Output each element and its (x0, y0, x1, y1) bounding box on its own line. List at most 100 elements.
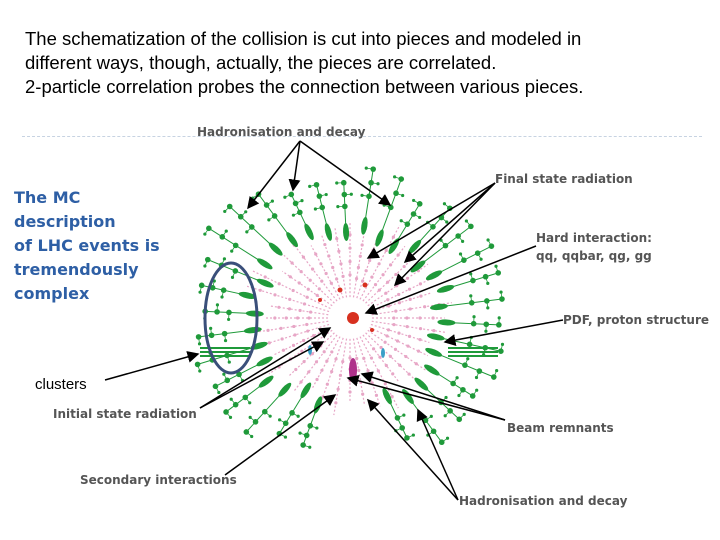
pink-shower-dot (298, 308, 302, 313)
hadron-dot (412, 198, 416, 203)
pink-shower-dot (362, 356, 366, 360)
hadron-blob (424, 364, 440, 376)
pink-shower-dot (392, 323, 396, 327)
pink-shower-dot (291, 288, 295, 293)
hadron-dot (217, 390, 221, 395)
hadron-dot (469, 393, 476, 399)
pink-shower-line (359, 336, 399, 409)
hadron-dot (382, 203, 386, 207)
pink-shower-dot (311, 341, 315, 345)
hadron-blob (286, 232, 298, 248)
pink-shower-dot (373, 283, 378, 287)
pink-shower-dot (366, 369, 370, 373)
hadron-dot (223, 338, 228, 343)
pink-shower-line (371, 302, 453, 316)
hadron-dot (245, 230, 249, 234)
pink-shower-dot (273, 293, 277, 297)
pink-shower-dot (386, 328, 391, 332)
hadron-blob (426, 333, 445, 341)
pink-shower-dot (329, 281, 333, 285)
hadron-dot (300, 199, 304, 203)
hadron-dot (224, 229, 228, 233)
label-hadronisation-bottom: Hadronisation and decay (459, 494, 628, 508)
hadron-dot (198, 290, 202, 294)
arrow-beam-remnants (360, 371, 506, 421)
hadron-dot (278, 418, 282, 422)
arrow-secondary (224, 394, 337, 476)
hadron-dot (250, 434, 254, 439)
pink-shower-dot (317, 287, 321, 291)
arrow-hadronisation-bottom (366, 398, 459, 501)
hadron-dot (500, 342, 505, 346)
pink-shower-dot (325, 359, 329, 363)
hadron-dot (470, 320, 477, 327)
pink-shower-dot (312, 334, 316, 338)
green-hadron-layer (194, 166, 505, 449)
label-hard-interaction-types: qq, qqbar, qg, gg (536, 249, 652, 263)
pink-shower-dot (361, 279, 365, 283)
hadron-dot (198, 369, 202, 373)
hadron-dot (288, 191, 295, 198)
hadron-dot (402, 413, 406, 417)
pink-shower-dot (355, 356, 359, 361)
pink-shower-dot (386, 298, 390, 302)
hadron-dot (469, 272, 473, 276)
hadron-dot (336, 205, 340, 209)
hadron-blob (257, 258, 273, 270)
pink-shower-dot (315, 293, 319, 297)
pink-shower-dot (338, 373, 343, 377)
title-line-2: different ways, though, actually, the pi… (25, 52, 497, 73)
pink-shower-dot (418, 338, 422, 342)
red-dot (362, 282, 368, 288)
pink-shower-dot (305, 295, 309, 299)
pink-shower-dot (394, 309, 398, 313)
pink-shower-dot (279, 326, 283, 330)
pink-shower-dot (408, 307, 412, 311)
pink-shower-dot (418, 316, 422, 320)
pink-shower-dot (306, 329, 310, 333)
pink-shower-dot (348, 356, 352, 360)
pink-shower-dot (378, 355, 382, 359)
hadron-blob (238, 291, 257, 299)
red-dot (370, 328, 374, 332)
pink-shower-dot (387, 304, 391, 308)
hadron-dot (468, 300, 475, 306)
hadron-dot (297, 209, 303, 216)
pink-shower-dot (408, 297, 412, 302)
pink-shower-dot (374, 393, 379, 397)
pink-shower-dot (307, 316, 311, 320)
hadron-dot (404, 221, 411, 227)
hadron-dot (270, 199, 274, 203)
pink-shower-dot (432, 329, 436, 333)
pink-shower-dot (371, 347, 376, 351)
pink-shower-dot (291, 343, 296, 347)
pink-shower-dot (384, 291, 388, 295)
mc-line-2: of LHC events is (14, 236, 160, 255)
pink-shower-dot (266, 328, 270, 332)
pink-shower-dot (394, 272, 398, 277)
pink-shower-dot (337, 249, 341, 253)
pink-shower-dot (293, 333, 297, 337)
pink-shower-dot (277, 305, 281, 309)
hadron-dot (479, 257, 483, 261)
label-beam-remnants: Beam remnants (507, 421, 614, 435)
pink-shower-dot (309, 310, 313, 314)
hadron-dot (230, 249, 234, 253)
hadron-dot (497, 316, 501, 320)
hadron-dot (342, 203, 348, 210)
pink-shower-dot (302, 360, 306, 364)
title-line-3: 2-particle correlation probes the connec… (25, 76, 584, 97)
pink-shower-dot (296, 316, 300, 320)
hadron-dot (298, 431, 302, 435)
pink-shower-dot (299, 380, 303, 384)
pink-shower-dot (305, 322, 309, 327)
hadron-dot (438, 439, 445, 446)
pink-shower-dot (336, 387, 340, 391)
hadron-dot (472, 315, 476, 319)
hadron-dot (494, 264, 498, 268)
hadron-dot (228, 415, 233, 419)
pink-shower-dot (392, 316, 396, 320)
hadron-dot (495, 369, 499, 373)
title-line-1: The schematization of the collision is c… (25, 28, 582, 49)
pink-shower-dot (308, 278, 312, 282)
